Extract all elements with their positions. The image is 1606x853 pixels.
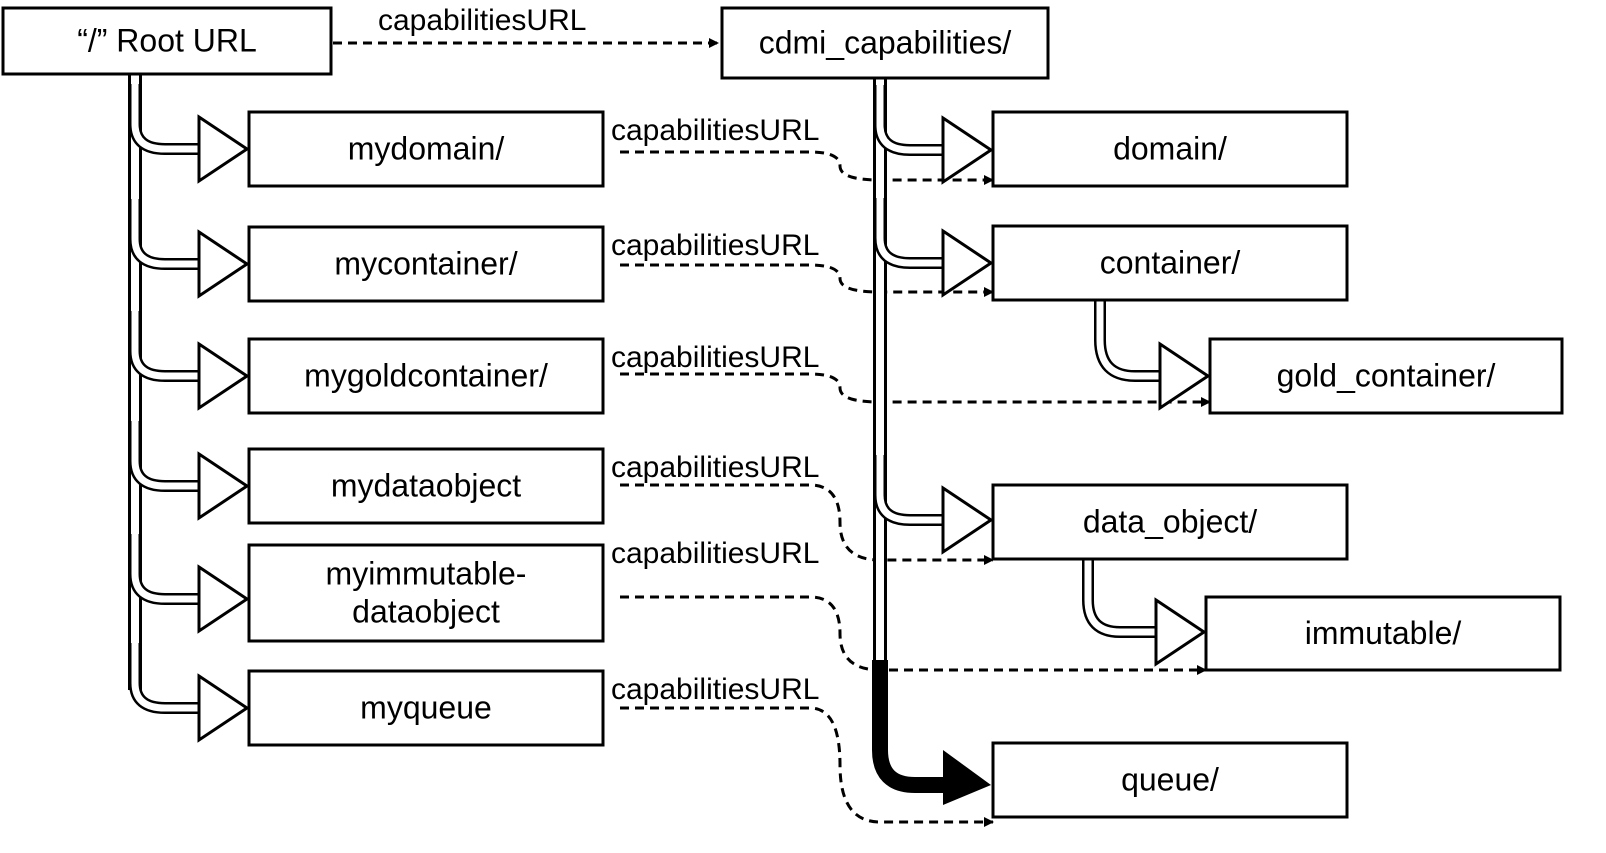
root-url-node-label: “/” Root URL	[77, 22, 257, 58]
capabilities-link-4	[620, 595, 1207, 675]
object-node-mydomain-frame	[247, 110, 605, 188]
root-url-node-frame	[1, 6, 333, 76]
capabilities-link-label: capabilitiesURL	[611, 229, 819, 262]
cdmi-capabilities-node-frame	[720, 6, 1050, 80]
object-node-mydataobject: mydataobject	[247, 447, 605, 525]
containment-arrow-queue	[872, 660, 945, 793]
containment-arrow-immutable	[1082, 559, 1207, 667]
object-node-mygoldcontainer-frame	[247, 337, 605, 415]
cdmi-capabilities-node: cdmi_capabilities/	[720, 6, 1050, 80]
containment-arrow-gold-container	[1094, 300, 1211, 411]
root-url-node: “/” Root URL	[1, 6, 333, 76]
capabilities-link-5	[620, 706, 994, 827]
capability-node-dataobject-label: data_object/	[1083, 503, 1257, 539]
containment-arrow-left-3	[129, 421, 250, 521]
capability-node-container: container/	[991, 224, 1349, 302]
capabilities-link-label: capabilitiesURL	[611, 451, 819, 484]
object-node-myqueue-label: myqueue	[360, 689, 492, 725]
capabilities-link-label: capabilitiesURL	[611, 673, 819, 706]
object-node-mydomain-label: mydomain/	[348, 130, 505, 166]
object-node-mycontainer-frame	[247, 225, 605, 303]
containment-arrow-left-1	[129, 199, 250, 299]
capabilities-link-0	[620, 150, 994, 185]
object-node-myimmutabledataobject-frame	[247, 543, 605, 643]
capability-node-queue-label: queue/	[1121, 761, 1219, 797]
object-node-mycontainer-label: mycontainer/	[334, 245, 517, 281]
containment-arrow-left-4	[129, 534, 250, 634]
capability-node-container-label: container/	[1100, 244, 1241, 280]
cdmi-capabilities-node-label: cdmi_capabilities/	[759, 24, 1012, 60]
capabilities-link-label: capabilitiesURL	[378, 4, 586, 37]
capability-node-goldcontainer-frame	[1208, 337, 1564, 415]
capability-node-goldcontainer-label: gold_container/	[1277, 357, 1496, 393]
containment-arrow-left-2	[129, 311, 250, 411]
capabilities-link-1	[620, 263, 994, 297]
capabilities-link-label: capabilitiesURL	[611, 341, 819, 374]
object-node-myqueue-frame	[247, 669, 605, 747]
object-node-mydomain: mydomain/	[247, 110, 605, 188]
capability-node-dataobject: data_object/	[991, 483, 1349, 561]
capability-node-dataobject-frame	[991, 483, 1349, 561]
object-node-myimmutabledataobject-label: dataobject	[352, 593, 500, 629]
capabilities-link-3	[620, 483, 994, 565]
object-node-mydataobject-frame	[247, 447, 605, 525]
capability-node-immutable-frame	[1204, 595, 1562, 672]
containment-arrow-container	[874, 198, 994, 298]
object-node-mygoldcontainer: mygoldcontainer/	[247, 337, 605, 415]
capability-node-domain-frame	[991, 110, 1349, 188]
object-node-mygoldcontainer-label: mygoldcontainer/	[304, 357, 548, 393]
containment-arrow-domain	[874, 85, 994, 185]
object-node-mydataobject-label: mydataobject	[331, 467, 521, 503]
capabilities-link-2	[620, 372, 1211, 407]
object-node-myimmutabledataobject-label: myimmutable-	[326, 555, 527, 591]
capability-node-container-frame	[991, 224, 1349, 302]
object-node-myqueue: myqueue	[247, 669, 605, 747]
capability-node-immutable: immutable/	[1204, 595, 1562, 672]
object-node-mycontainer: mycontainer/	[247, 225, 605, 303]
capability-node-queue: queue/	[991, 741, 1349, 819]
containment-arrow-left-5	[129, 643, 250, 743]
capability-node-goldcontainer: gold_container/	[1208, 337, 1564, 415]
capability-node-domain: domain/	[991, 110, 1349, 188]
capability-node-domain-label: domain/	[1113, 130, 1227, 166]
capabilities-link-label: capabilitiesURL	[611, 537, 819, 570]
capability-node-immutable-label: immutable/	[1305, 615, 1462, 651]
containment-arrow-left-0	[129, 84, 250, 184]
object-node-myimmutabledataobject: myimmutable-dataobject	[247, 543, 605, 643]
capability-node-queue-frame	[991, 741, 1349, 819]
capabilities-link-label: capabilitiesURL	[611, 114, 819, 147]
containment-arrow-data-object	[874, 455, 994, 555]
